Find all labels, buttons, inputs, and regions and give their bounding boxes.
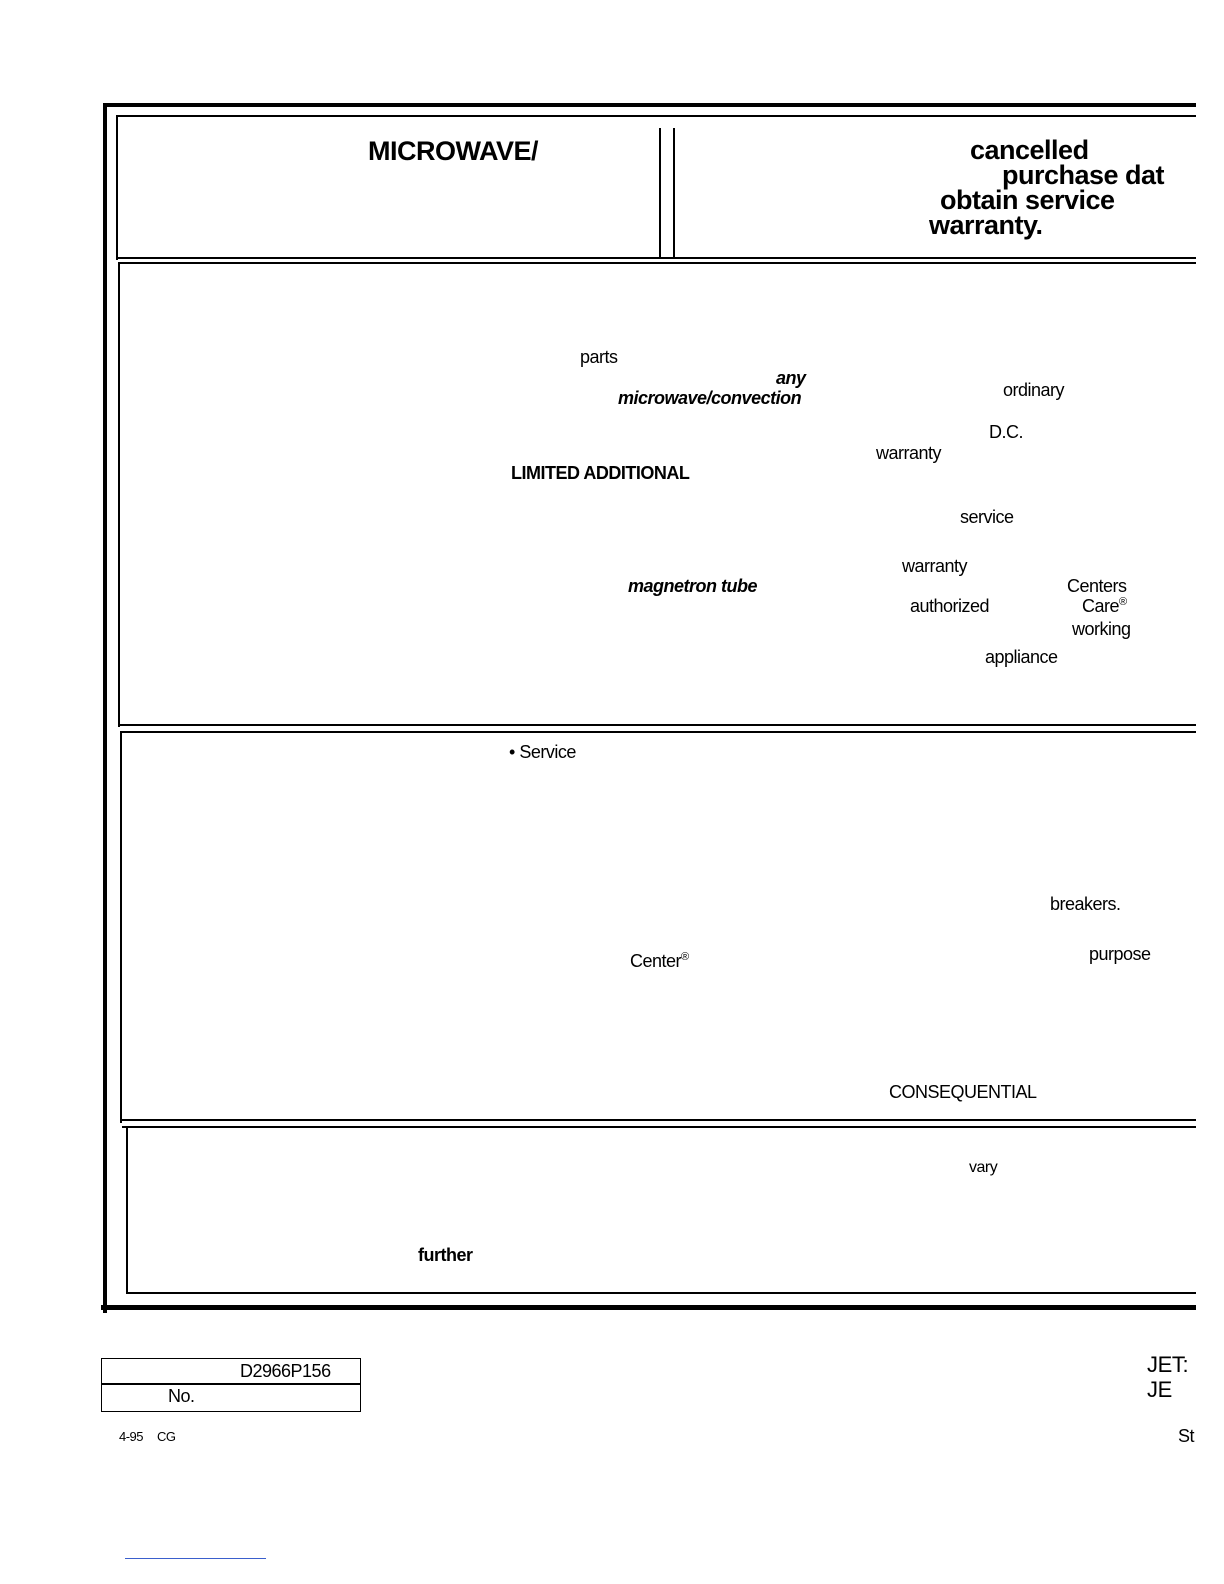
exclusions-panel-bottom bbox=[122, 1119, 1196, 1121]
part-number: D2966P156 bbox=[240, 1361, 331, 1381]
rights-panel-bottom bbox=[126, 1292, 1196, 1294]
bullet-icon: • bbox=[509, 742, 520, 762]
rights-panel-left bbox=[126, 1126, 128, 1294]
registered-mark: ® bbox=[1119, 596, 1127, 608]
header-panel-top bbox=[116, 115, 1196, 117]
word-magnetron-tube: magnetron tube bbox=[628, 576, 758, 596]
coverage-panel-bottom bbox=[120, 724, 1196, 726]
word-warranty-1: warranty bbox=[876, 443, 942, 463]
word-working: working bbox=[1072, 619, 1131, 639]
registered-mark: ® bbox=[681, 951, 689, 963]
word-purpose: purpose bbox=[1089, 944, 1151, 964]
frame-top-border bbox=[103, 103, 1196, 107]
coverage-panel-top bbox=[118, 262, 1196, 264]
word-warranty-2: warranty bbox=[902, 556, 968, 576]
word-service: service bbox=[960, 507, 1014, 527]
cg-code: CG bbox=[157, 1429, 176, 1444]
word-breakers: breakers. bbox=[1050, 894, 1121, 914]
part-number-box-divider bbox=[102, 1383, 360, 1385]
header-left-title: MICROWAVE/ bbox=[368, 136, 539, 166]
word-center: Center® bbox=[630, 951, 689, 972]
header-panel-left bbox=[116, 115, 118, 260]
word-microwave-convection: microwave/convection bbox=[618, 388, 802, 408]
exclusions-panel-top bbox=[120, 731, 1196, 733]
footer-blue-rule bbox=[125, 1558, 266, 1559]
word-centers: Centers bbox=[1067, 576, 1127, 596]
frame-bottom-border bbox=[101, 1305, 1196, 1310]
word-ordinary: ordinary bbox=[1003, 380, 1065, 400]
model-number-1: JET: bbox=[1147, 1352, 1189, 1377]
date-code: 4-95 bbox=[119, 1429, 144, 1444]
word-care-text: Care bbox=[1082, 596, 1120, 616]
header-panel-bottom bbox=[116, 257, 1196, 259]
word-parts: parts bbox=[580, 347, 618, 367]
service-bullet-item: • Service bbox=[509, 742, 576, 763]
word-limited-additional: LIMITED ADDITIONAL bbox=[511, 463, 690, 483]
header-right-line-3: obtain service bbox=[940, 185, 1115, 215]
word-any: any bbox=[776, 368, 806, 388]
part-number-box: D2966P156 No. bbox=[101, 1358, 361, 1412]
st-label: St bbox=[1178, 1426, 1195, 1446]
header-divider-2 bbox=[673, 128, 675, 258]
model-number-2: JE bbox=[1147, 1377, 1172, 1402]
rights-panel-top bbox=[122, 1126, 1196, 1128]
exclusions-panel-left bbox=[120, 731, 122, 1123]
word-center-text: Center bbox=[630, 951, 682, 971]
header-divider-1 bbox=[659, 128, 661, 258]
header-right-line-4: warranty. bbox=[929, 210, 1043, 240]
word-appliance: appliance bbox=[985, 647, 1058, 667]
word-authorized: authorized bbox=[910, 596, 990, 616]
header-right-line-2: purchase dat bbox=[1002, 160, 1165, 190]
frame-left-border bbox=[103, 103, 107, 1313]
header-right-line-1: cancelled bbox=[970, 135, 1089, 165]
no-label: No. bbox=[168, 1386, 195, 1406]
word-dc: D.C. bbox=[989, 422, 1024, 442]
word-service-bullet: Service bbox=[519, 742, 576, 762]
word-vary: vary bbox=[969, 1159, 998, 1176]
coverage-panel-left bbox=[118, 262, 120, 727]
word-further: further bbox=[418, 1245, 473, 1265]
word-consequential: CONSEQUENTIAL bbox=[889, 1082, 1037, 1102]
word-care: Care® bbox=[1082, 596, 1127, 617]
